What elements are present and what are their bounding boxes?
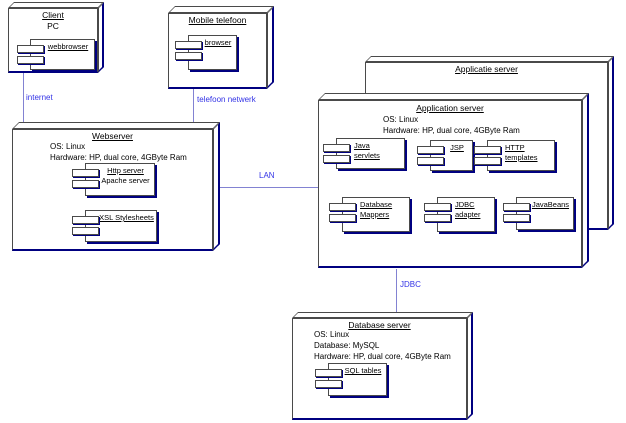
component-name: SQL tables <box>344 366 382 375</box>
node-3d-side-face <box>608 56 614 230</box>
component-icon-bar <box>424 203 451 211</box>
node-3d-side-face <box>98 2 104 73</box>
node-3d-top-face <box>168 6 274 13</box>
internet-link-label: internet <box>26 93 53 102</box>
component-sql-tables: SQL tables <box>315 363 387 396</box>
component-name: webbrowser <box>47 42 89 51</box>
component-icon-bar <box>315 369 342 377</box>
component-icon-bar <box>315 380 342 388</box>
component-name: servlets <box>354 151 380 160</box>
node-client: Client PC webbrowser <box>8 2 106 75</box>
component-name: adapter <box>455 210 481 219</box>
node-hardware: Hardware: HP, dual core, 4GByte Ram <box>50 153 187 162</box>
component-jsp: JSP <box>417 140 473 171</box>
jdbc-link-label: JDBC <box>400 280 421 289</box>
node-application-server: Application server OS: Linux Hardware: H… <box>318 93 591 277</box>
component-icon-bar <box>474 146 501 154</box>
component-name: Java <box>354 141 370 150</box>
node-3d-side-face <box>267 6 274 89</box>
node-3d-front-face <box>318 100 582 268</box>
component-name: templates <box>505 153 538 162</box>
node-subtitle: PC <box>47 21 59 31</box>
component-database-mappers: Database Mappers <box>329 197 410 232</box>
node-title: Mobile telefoon <box>188 15 247 25</box>
lan-link-label: LAN <box>259 171 275 180</box>
node-title: Webserver <box>92 131 133 141</box>
node-3d-top-face <box>318 93 589 100</box>
component-name: JDBC <box>455 200 475 209</box>
component-javabeans: JavaBeans <box>503 197 574 230</box>
node-3d-side-face <box>467 312 473 420</box>
component-http-server: Http server Apache server <box>72 163 155 196</box>
component-name: JavaBeans <box>531 200 570 209</box>
telefoon-netwerk-link-label: telefoon netwerk <box>197 95 256 104</box>
component-jdbc-adapter: JDBC adapter <box>424 197 495 232</box>
component-icon-bar <box>503 203 530 211</box>
component-icon-bar <box>72 169 99 177</box>
component-browser: browser <box>175 35 237 70</box>
component-icon-bar <box>72 180 99 188</box>
node-os: OS: Linux <box>50 142 86 151</box>
node-3d-top-face <box>12 122 220 129</box>
component-icon-bar <box>417 157 444 165</box>
node-os: OS: Linux <box>314 330 350 339</box>
component-icon-bar <box>72 216 99 224</box>
component-icon-bar <box>323 144 350 152</box>
component-name: HTTP <box>505 143 525 152</box>
node-mobile-telefoon: Mobile telefoon browser <box>168 6 276 90</box>
component-icon-bar <box>329 214 356 222</box>
component-name: XSL Stylesheets <box>99 213 154 222</box>
node-title: Applicatie server <box>455 64 518 74</box>
component-icon-bar <box>72 227 99 235</box>
component-icon-bar <box>503 214 530 222</box>
component-xsl-stylesheets: XSL Stylesheets <box>72 210 157 242</box>
node-details: OS: Linux Database: MySQL Hardware: HP, … <box>314 329 451 362</box>
component-icon-bar <box>474 157 501 165</box>
node-3d-side-face <box>582 93 589 268</box>
node-os: OS: Linux <box>383 115 419 124</box>
component-icon-bar <box>17 45 44 53</box>
node-hardware: Hardware: HP, dual core, 4GByte Ram <box>314 352 451 361</box>
component-name: Database <box>360 200 393 209</box>
node-webserver: Webserver OS: Linux Hardware: HP, dual c… <box>12 122 222 260</box>
component-icon-bar <box>329 203 356 211</box>
node-title: Client <box>42 10 64 20</box>
node-details: OS: Linux Hardware: HP, dual core, 4GByt… <box>383 114 520 136</box>
component-webbrowser: webbrowser <box>17 39 95 70</box>
node-database-server: Database server OS: Linux Database: MySQ… <box>292 312 475 422</box>
telefoon-netwerk-link-line <box>193 89 194 124</box>
component-name: browser <box>204 38 232 47</box>
node-details: OS: Linux Hardware: HP, dual core, 4GByt… <box>50 141 187 163</box>
component-name: Http server <box>107 166 144 175</box>
node-hardware: Hardware: HP, dual core, 4GByte Ram <box>383 126 520 135</box>
jdbc-link-line <box>396 269 397 313</box>
component-name: JSP <box>450 143 464 152</box>
node-title: Database server <box>348 320 411 330</box>
lan-link-line <box>219 187 318 188</box>
node-title: Application server <box>416 103 484 113</box>
node-3d-side-face <box>213 122 220 251</box>
component-http-templates: HTTP templates <box>474 140 555 171</box>
node-database: Database: MySQL <box>314 341 380 350</box>
component-icon-bar <box>424 214 451 222</box>
component-java-servlets: Java servlets <box>323 138 405 169</box>
component-icon-bar <box>17 56 44 64</box>
component-icon-bar <box>175 52 202 60</box>
component-name: Mappers <box>360 210 390 219</box>
component-icon-bar <box>323 155 350 163</box>
component-sub-name: Apache server <box>101 176 150 185</box>
component-icon-bar <box>417 146 444 154</box>
component-icon-bar <box>175 41 202 49</box>
internet-link-line <box>23 73 24 124</box>
